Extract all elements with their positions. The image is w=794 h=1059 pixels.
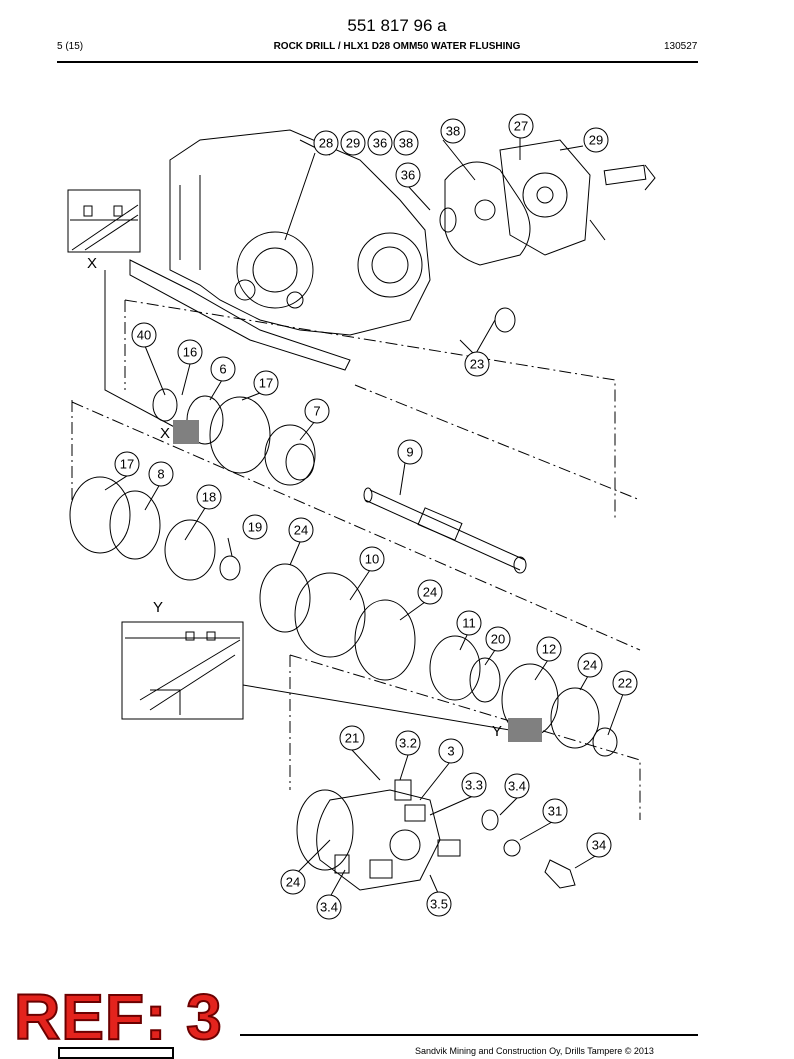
callout-8: 8	[148, 461, 174, 487]
callout-24-lower: 24	[280, 869, 306, 895]
callout-6: 6	[210, 356, 236, 382]
svg-text:29: 29	[589, 133, 603, 148]
callout-16: 16	[177, 339, 203, 365]
svg-text:23: 23	[470, 357, 484, 372]
svg-text:20: 20	[491, 632, 505, 647]
callout-3-4-upper: 3.4	[504, 773, 530, 799]
callout-31: 31	[542, 798, 568, 824]
callout-40: 40	[131, 322, 157, 348]
callout-22: 22	[612, 670, 638, 696]
callout-27: 27	[508, 113, 534, 139]
document-number: 551 817 96 a	[347, 16, 447, 35]
svg-text:22: 22	[618, 676, 632, 691]
svg-text:36: 36	[373, 136, 387, 151]
page-indicator: 5 (15)	[57, 41, 84, 52]
callout-3-3: 3.3	[461, 772, 487, 798]
svg-text:29: 29	[346, 136, 360, 151]
svg-text:10: 10	[365, 552, 379, 567]
callout-17-lower: 17	[114, 451, 140, 477]
callout-12: 12	[536, 636, 562, 662]
svg-text:3.2: 3.2	[399, 736, 417, 751]
svg-text:40: 40	[137, 328, 151, 343]
callout-29: 29	[340, 130, 366, 156]
brand-logo-box	[58, 1047, 174, 1059]
svg-text:28: 28	[319, 136, 333, 151]
callout-7: 7	[304, 398, 330, 424]
svg-text:21: 21	[345, 731, 359, 746]
callout-11: 11	[456, 610, 482, 636]
callout-19: 19	[242, 514, 268, 540]
svg-text:19: 19	[248, 520, 262, 535]
svg-text:3.4: 3.4	[508, 779, 526, 794]
callout-24-front: 24	[577, 652, 603, 678]
svg-text:17: 17	[259, 376, 273, 391]
svg-text:7: 7	[313, 404, 320, 419]
svg-text:31: 31	[548, 804, 562, 819]
view-label-y-marker: Y	[492, 723, 502, 740]
housing-part	[129, 129, 431, 371]
callout-18: 18	[196, 484, 222, 510]
svg-text:3.5: 3.5	[430, 897, 448, 912]
svg-text:11: 11	[462, 616, 476, 631]
view-label-y-detail: Y	[153, 599, 163, 616]
svg-text:9: 9	[406, 445, 413, 460]
ref-stamp: REF: 3	[13, 981, 223, 1053]
footer-divider	[240, 1034, 698, 1036]
callout-38: 38	[393, 130, 419, 156]
svg-text:27: 27	[514, 119, 528, 134]
svg-text:24: 24	[423, 585, 437, 600]
detail-view-y	[121, 621, 244, 720]
callout-3-4-lower: 3.4	[316, 894, 342, 920]
back-head-part	[439, 139, 656, 266]
svg-text:24: 24	[286, 875, 300, 890]
callout-21: 21	[339, 725, 365, 751]
callout-3-5: 3.5	[426, 891, 452, 917]
callout-24-ring: 24	[417, 579, 443, 605]
svg-text:34: 34	[592, 838, 606, 853]
callout-38-backhead: 38	[440, 118, 466, 144]
page-title: ROCK DRILL / HLX1 D28 OMM50 WATER FLUSHI…	[273, 41, 521, 52]
svg-text:3.4: 3.4	[320, 900, 338, 915]
detail-marker-x	[173, 420, 199, 444]
callout-9: 9	[397, 439, 423, 465]
svg-text:38: 38	[446, 124, 460, 139]
svg-text:36: 36	[401, 168, 415, 183]
svg-text:24: 24	[294, 523, 308, 538]
footer-copyright: Sandvik Mining and Construction Oy, Dril…	[415, 1046, 654, 1056]
callout-10: 10	[359, 546, 385, 572]
svg-text:24: 24	[583, 658, 597, 673]
flushing-tube	[363, 487, 527, 574]
callout-17: 17	[253, 370, 279, 396]
svg-text:12: 12	[542, 642, 556, 657]
svg-text:3.3: 3.3	[465, 778, 483, 793]
callout-23: 23	[464, 351, 490, 377]
seal-parts	[69, 307, 618, 757]
svg-text:16: 16	[183, 345, 197, 360]
svg-text:38: 38	[399, 136, 413, 151]
detail-view-x	[67, 189, 141, 253]
callout-20: 20	[485, 626, 511, 652]
callout-3-2: 3.2	[395, 730, 421, 756]
document-code: 130527	[664, 41, 698, 52]
svg-text:8: 8	[157, 467, 164, 482]
svg-text:3: 3	[447, 744, 454, 759]
header-divider	[57, 61, 698, 63]
callout-24: 24	[288, 517, 314, 543]
callout-29-bolt: 29	[583, 127, 609, 153]
svg-text:17: 17	[120, 457, 134, 472]
callout-36: 36	[367, 130, 393, 156]
callout-36-seal: 36	[395, 162, 421, 188]
view-label-x-marker: X	[160, 425, 170, 442]
callout-34: 34	[586, 832, 612, 858]
callout-3: 3	[438, 738, 464, 764]
svg-text:18: 18	[202, 490, 216, 505]
view-label-x-detail: X	[87, 255, 97, 272]
front-head-part	[296, 779, 576, 891]
callout-28: 28	[313, 130, 339, 156]
svg-text:6: 6	[219, 362, 226, 377]
detail-marker-y	[508, 718, 542, 742]
